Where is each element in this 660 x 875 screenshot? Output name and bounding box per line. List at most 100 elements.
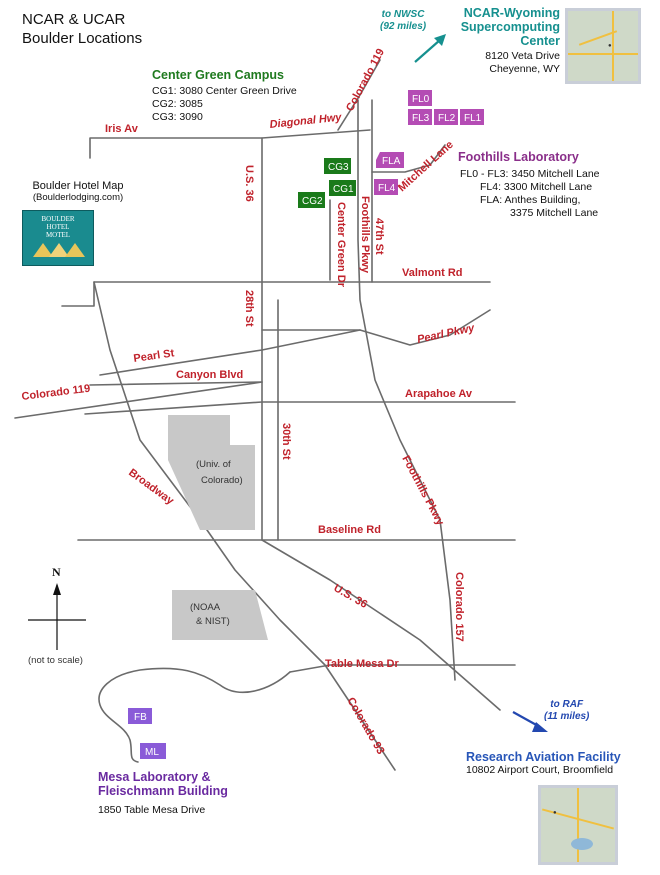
wyoming-address-2: Cheyenne, WY <box>489 63 560 75</box>
noaa-nist-area <box>172 590 268 640</box>
center-green-line-1: CG1: 3080 Center Green Drive <box>152 85 297 97</box>
hotel-logo[interactable]: BOULDER HOTEL MOTEL <box>22 210 94 266</box>
road-label-colorado119-top: Colorado 119 <box>344 47 387 114</box>
nwsc-arrow-line1: to NWSC <box>381 9 425 20</box>
foothills-buildings: FL0 FL3 FL2 FL1 FLA FL4 <box>374 90 484 195</box>
foothills-title: Foothills Laboratory <box>458 150 579 164</box>
fl0-label: FL0 <box>412 94 430 105</box>
foothills-line-4: 3375 Mitchell Lane <box>510 207 599 219</box>
raf-title: Research Aviation Facility <box>466 750 621 764</box>
broomfield-dot: ● <box>553 810 557 816</box>
fl4-label: FL4 <box>378 183 396 194</box>
us36-diagonal-road <box>261 539 501 711</box>
fb-label: FB <box>134 712 147 723</box>
fl2-label: FL2 <box>438 113 456 124</box>
compass-north-label: N <box>52 565 61 579</box>
road-label-center-green-dr: Center Green Dr <box>335 202 347 288</box>
raf-arrow-line1: to RAF <box>550 699 584 710</box>
raf-arrow-line2: (11 miles) <box>544 711 590 722</box>
ml-label: ML <box>145 747 159 758</box>
foothills-info: Foothills Laboratory FL0 - FL3: 3450 Mit… <box>458 150 600 220</box>
fl1-box <box>460 109 484 125</box>
foothills-pkwy-road <box>357 99 456 681</box>
raf-address: 10802 Airport Court, Broomfield <box>466 764 614 776</box>
cu-label-1: (Univ. of <box>196 459 231 470</box>
raf-arrow <box>512 711 548 732</box>
colorado119-west-road <box>14 381 263 419</box>
hotel-title[interactable]: Boulder Hotel Map <box>32 180 124 192</box>
fl0-box <box>408 90 432 106</box>
road-label-table-mesa: Table Mesa Dr <box>325 658 399 670</box>
fl1-label: FL1 <box>464 113 482 124</box>
hotel-info: Boulder Hotel Map (Boulderlodging.com) <box>22 180 134 203</box>
hotel-subtitle: (Boulderlodging.com) <box>32 192 124 203</box>
broadway-road <box>93 281 396 771</box>
road-label-colorado93: Colorado 93 <box>344 696 386 757</box>
cu-campus-area <box>168 415 255 530</box>
road-label-pearl-pkwy: Pearl Pkwy <box>416 322 476 346</box>
fl4-box <box>374 179 398 195</box>
raf-arrow-label: to RAF (11 miles) <box>544 699 589 723</box>
map-title-line2: Boulder Locations <box>22 30 143 47</box>
broomfield-map-thumbnail[interactable]: ● <box>538 785 618 865</box>
cg1-label: CG1 <box>333 184 354 195</box>
colorado119-north-road <box>337 59 381 131</box>
mesa-address: 1850 Table Mesa Drive <box>98 804 206 816</box>
road-label-baseline: Baseline Rd <box>318 524 381 536</box>
cg2-label: CG2 <box>302 196 323 207</box>
road-label-us36-mid: U.S. 36 <box>332 582 370 611</box>
raf-info: Research Aviation Facility 10802 Airport… <box>466 750 621 777</box>
noaa-label-2: & NIST) <box>196 616 230 627</box>
road-label-valmont: Valmont Rd <box>402 267 463 279</box>
cu-label-2: Colorado) <box>201 475 243 486</box>
foothills-line-1: FL0 - FL3: 3450 Mitchell Lane <box>460 168 600 180</box>
fla-label: FLA <box>382 156 401 167</box>
cheyenne-dot: ● <box>608 43 612 49</box>
road-label-arapahoe: Arapahoe Av <box>405 388 473 400</box>
mesa-title-2: Fleischmann Building <box>98 784 228 798</box>
road-label-47th: 47th St <box>373 218 385 255</box>
noaa-label-1: (NOAA <box>190 602 221 613</box>
center-green-buildings: CG3 CG1 CG2 <box>298 158 356 208</box>
road-network <box>14 59 516 771</box>
road-label-30th: 30th St <box>280 423 292 460</box>
scale-note: (not to scale) <box>28 655 83 666</box>
wyoming-info: NCAR-Wyoming Supercomputing Center 8120 … <box>455 6 560 76</box>
cg3-label: CG3 <box>328 162 349 173</box>
fl2-box <box>434 109 458 125</box>
center-green-line-2: CG2: 3085 <box>152 98 203 110</box>
road-label-canyon: Canyon Blvd <box>176 369 243 381</box>
center-green-title: Center Green Campus <box>152 68 284 82</box>
fl3-box <box>408 109 432 125</box>
road-label-colorado119-left: Colorado 119 <box>21 383 91 403</box>
fl3-label: FL3 <box>412 113 430 124</box>
fb-box <box>128 708 152 724</box>
cg1-box <box>329 180 356 196</box>
table-mesa-road <box>289 664 516 673</box>
road-label-foothills-top: Foothills Pkwy <box>359 196 371 274</box>
road-label-iris: Iris Av <box>105 123 139 135</box>
map-title: NCAR & UCAR Boulder Locations <box>22 10 142 48</box>
center-green-info: Center Green Campus CG1: 3080 Center Gre… <box>152 68 297 124</box>
road-label-colorado157: Colorado 157 <box>453 572 465 642</box>
wyoming-title-3: Center <box>520 34 560 48</box>
nwsc-arrow-line2: (92 miles) <box>380 21 427 32</box>
road-label-foothills-mid: Foothills Pkwy <box>399 454 446 528</box>
wyoming-title-2: Supercomputing <box>460 20 560 34</box>
mesa-buildings: FB ML <box>128 708 166 759</box>
mesa-winding-road <box>98 667 291 763</box>
mesa-info: Mesa Laboratory & Fleischmann Building 1… <box>98 770 228 817</box>
road-label-broadway: Broadway <box>126 467 176 508</box>
center-green-line-3: CG3: 3090 <box>152 111 203 123</box>
cg3-box <box>324 158 351 174</box>
iris-diagonal-road <box>89 129 371 159</box>
cheyenne-map-thumbnail[interactable]: ● <box>565 8 641 84</box>
hotel-logo-text-1: BOULDER <box>41 215 75 223</box>
road-label-us36-top: U.S. 36 <box>243 165 255 202</box>
road-label-28th: 28th St <box>243 290 255 327</box>
fla-box <box>376 152 404 168</box>
wyoming-title-1: NCAR-Wyoming <box>463 6 560 20</box>
road-label-pearl-st: Pearl St <box>133 347 176 365</box>
compass <box>28 583 86 650</box>
